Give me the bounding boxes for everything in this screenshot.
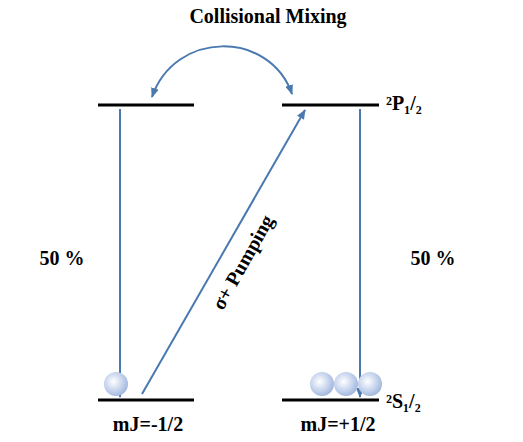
level-line [98, 104, 194, 107]
population-ball [310, 372, 334, 396]
sublevel-label: mJ=+1/2 [300, 413, 375, 435]
decay-arrow [359, 109, 361, 397]
population-ball [334, 372, 358, 396]
level-line [282, 104, 379, 107]
sublevel-label: mJ=-1/2 [113, 413, 183, 435]
branch-ratio: 50 % [40, 247, 85, 269]
level-label: ²P₁/₂ [386, 92, 422, 114]
level-label: ²S₁/₂ [386, 390, 421, 412]
branch-ratio: 50 % [411, 247, 456, 269]
population-ball [358, 372, 382, 396]
level-line [282, 399, 379, 402]
decay-arrow [119, 109, 121, 397]
mixing-arrow [152, 46, 292, 97]
population-ball [104, 372, 128, 396]
pump-arrow [142, 110, 305, 394]
diagram-title: Collisional Mixing [189, 5, 346, 27]
level-line [98, 399, 194, 402]
